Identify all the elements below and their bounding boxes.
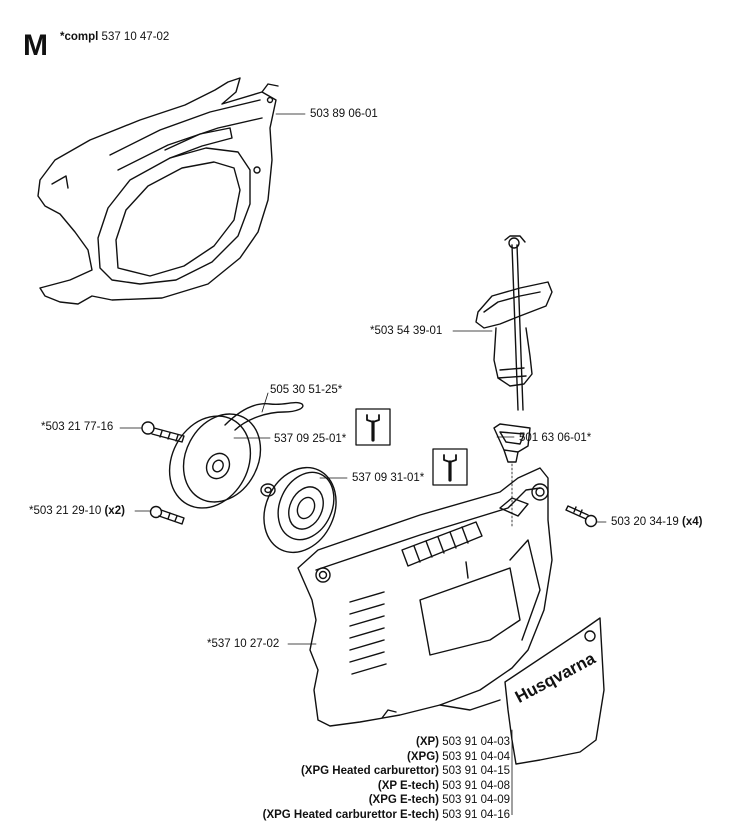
screw-housing-number: 503 20 34-19 bbox=[611, 516, 679, 528]
handle-drawing bbox=[476, 236, 552, 410]
label-handle: *503 54 39-01 bbox=[370, 325, 442, 338]
screw-cassette-drawing bbox=[151, 507, 185, 525]
screw-pulley-drawing bbox=[142, 422, 184, 442]
screw-housing-drawing bbox=[566, 506, 597, 527]
label-rope-guide: 501 63 06-01* bbox=[519, 432, 591, 445]
variant-row: (XPG Heated carburettor) 503 91 04-15 bbox=[263, 764, 510, 779]
spring-cassette-drawing bbox=[251, 456, 350, 564]
variant-row: (XP E-tech) 503 91 04-08 bbox=[263, 779, 510, 794]
variant-row: (XPG) 503 91 04-04 bbox=[263, 750, 510, 765]
leader-lines bbox=[120, 114, 606, 815]
label-spring-cassette: 537 09 31-01* bbox=[352, 472, 424, 485]
screw-cassette-number: *503 21 29-10 bbox=[29, 505, 101, 517]
complete-kit-prefix: *compl bbox=[60, 31, 98, 43]
label-starter-cover: *537 10 27-02 bbox=[207, 638, 279, 651]
complete-kit: *compl 537 10 47-02 bbox=[60, 31, 169, 43]
top-housing-drawing bbox=[38, 78, 278, 304]
variant-list: (XP) 503 91 04-03 (XPG) 503 91 04-04 (XP… bbox=[263, 735, 510, 822]
label-screw-pulley: *503 21 77-16 bbox=[41, 421, 113, 434]
pulley-drawing bbox=[154, 400, 275, 522]
complete-kit-number: 537 10 47-02 bbox=[102, 31, 170, 43]
screw-housing-qty: (x4) bbox=[682, 516, 702, 528]
variant-row: (XP) 503 91 04-03 bbox=[263, 735, 510, 750]
label-top-housing: 503 89 06-01 bbox=[310, 108, 378, 121]
label-screw-housing: 503 20 34-19 (x4) bbox=[611, 516, 702, 529]
label-pulley: 537 09 25-01* bbox=[274, 433, 346, 446]
label-screw-cassette: *503 21 29-10 (x2) bbox=[29, 505, 125, 518]
section-letter: M bbox=[23, 30, 48, 62]
screw-cassette-qty: (x2) bbox=[104, 505, 124, 517]
variant-row: (XPG E-tech) 503 91 04-09 bbox=[263, 793, 510, 808]
label-rope: 505 30 51-25* bbox=[270, 384, 342, 397]
